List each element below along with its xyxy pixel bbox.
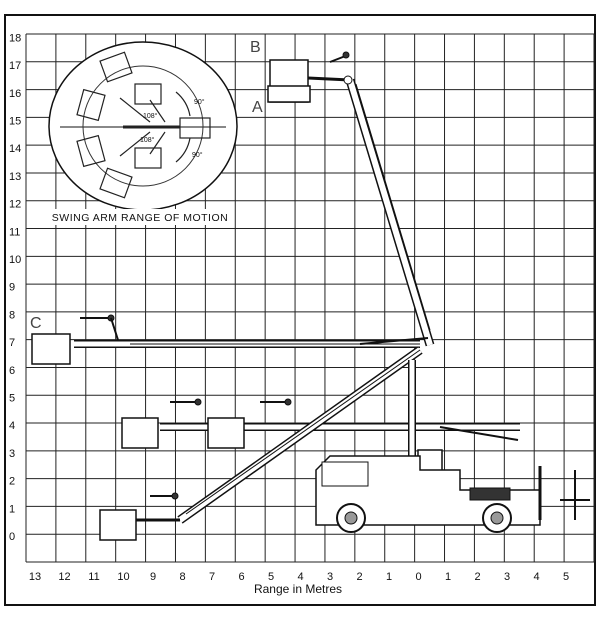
y-tick-label: 14 — [9, 143, 21, 155]
y-tick-label: 7 — [9, 337, 15, 349]
x-tick-label: 1 — [386, 571, 392, 583]
x-tick-label: 9 — [150, 571, 156, 583]
y-tick-label: 16 — [9, 88, 21, 100]
y-tick-label: 10 — [9, 254, 21, 266]
x-tick-label: 3 — [504, 571, 510, 583]
x-tick-label: 11 — [88, 571, 99, 583]
boom-position-c — [31, 314, 429, 365]
inset-angle-3: 108° — [143, 112, 158, 120]
x-tick-label: 0 — [415, 571, 421, 583]
inset-caption: SWING ARM RANGE OF MOTION — [52, 212, 228, 224]
y-tick-label: 4 — [9, 420, 15, 432]
position-label-b: B — [250, 39, 261, 56]
x-tick-label: 7 — [209, 571, 215, 583]
x-tick-label: 13 — [29, 571, 41, 583]
y-tick-label: 3 — [9, 448, 15, 460]
y-tick-label: 8 — [9, 309, 15, 321]
y-tick-label: 18 — [9, 32, 21, 44]
x-tick-label: 2 — [474, 571, 480, 583]
x-tick-label: 1 — [445, 571, 451, 583]
rotation-circle — [82, 65, 204, 187]
y-tick-label: 0 — [9, 531, 15, 543]
x-tick-label: 3 — [327, 571, 333, 583]
swing-arm-inset: 90° 90° 108° 108° SWING ARM RANGE OF MOT… — [48, 41, 238, 225]
y-tick-label: 6 — [9, 365, 15, 377]
x-tick-label: 5 — [268, 571, 274, 583]
boom-position-a — [267, 51, 435, 347]
x-tick-label: 12 — [58, 571, 70, 583]
y-tick-label: 13 — [9, 171, 21, 183]
position-label-c: C — [30, 315, 42, 332]
x-tick-label: 4 — [297, 571, 303, 583]
y-tick-label: 1 — [9, 503, 15, 515]
truck — [315, 360, 590, 533]
position-label-a: A — [252, 99, 263, 116]
inset-angle-4: 108° — [140, 136, 155, 144]
diagram-frame — [4, 14, 596, 606]
x-axis-label: Range in Metres — [254, 582, 342, 596]
boom-diagonal — [99, 346, 423, 541]
x-tick-label: 5 — [563, 571, 569, 583]
swing-arm-baskets — [76, 51, 211, 199]
y-tick-label: 5 — [9, 393, 15, 405]
y-tick-label: 17 — [9, 60, 21, 72]
y-tick-label: 9 — [9, 282, 15, 294]
x-tick-label: 6 — [238, 571, 244, 583]
inset-angle-2: 90° — [192, 151, 203, 159]
inset-angle-1: 90° — [194, 98, 205, 106]
y-tick-label: 12 — [9, 199, 21, 211]
x-tick-label: 10 — [117, 571, 129, 583]
x-tick-label: 4 — [533, 571, 539, 583]
boom-horizontal-low — [121, 398, 520, 449]
x-tick-label: 8 — [179, 571, 185, 583]
y-tick-label: 2 — [9, 476, 15, 488]
y-tick-label: 15 — [9, 116, 21, 128]
y-tick-label: 11 — [9, 226, 20, 238]
x-tick-label: 2 — [356, 571, 362, 583]
